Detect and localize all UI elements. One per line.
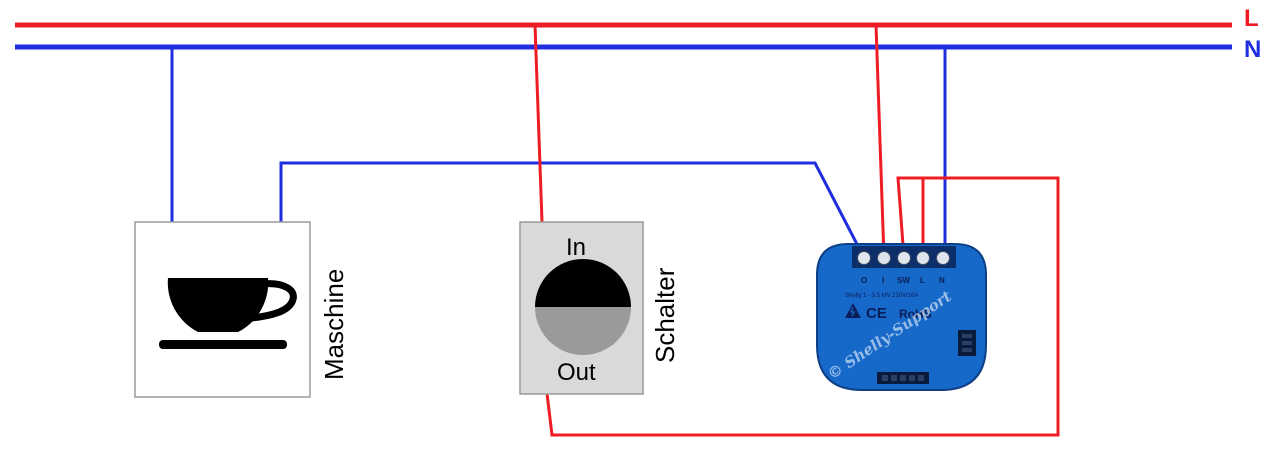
coffee-cup-icon <box>159 278 297 349</box>
terminal-label-o: O <box>861 276 867 285</box>
terminal-screws <box>857 251 950 265</box>
machine-label: Maschine <box>319 269 349 380</box>
machine-box <box>134 221 311 398</box>
wire-live-to-switch-in <box>533 24 545 251</box>
neutral-rail-label: N <box>1244 36 1261 63</box>
rocker-dial-icon <box>535 259 631 355</box>
terminal-screw-n <box>936 251 950 265</box>
terminal-screw-o <box>857 251 871 265</box>
shelly-module: O I SW L N Shelly 1 - 3.5 kW 230V/16A CE… <box>816 243 987 391</box>
terminal-screw-l <box>916 251 930 265</box>
switch-out-label: Out <box>557 359 596 386</box>
live-rail-label: L <box>1244 5 1259 32</box>
wire-machine-to-shelly-output <box>279 161 862 251</box>
switch-label: Schalter <box>650 267 680 363</box>
warning-icon <box>845 303 861 318</box>
switch-box: In Out <box>519 221 644 395</box>
terminal-label-n: N <box>939 276 945 285</box>
switch-in-label: In <box>566 234 586 261</box>
terminal-label-l: L <box>920 276 925 285</box>
ce-mark: CE <box>866 305 887 322</box>
terminal-label-sw: SW <box>897 276 910 285</box>
terminal-screw-i <box>877 251 891 265</box>
shelly-rating-text: Shelly 1 - 3.5 kW 230V/16A <box>845 293 918 299</box>
wire-live-to-shelly-i <box>874 24 886 259</box>
wire-switch-out-to-shelly-sw <box>541 176 1060 437</box>
terminal-label-i: I <box>882 276 884 285</box>
rohs-mark: RoHS <box>899 307 932 321</box>
terminal-screw-sw <box>897 251 911 265</box>
